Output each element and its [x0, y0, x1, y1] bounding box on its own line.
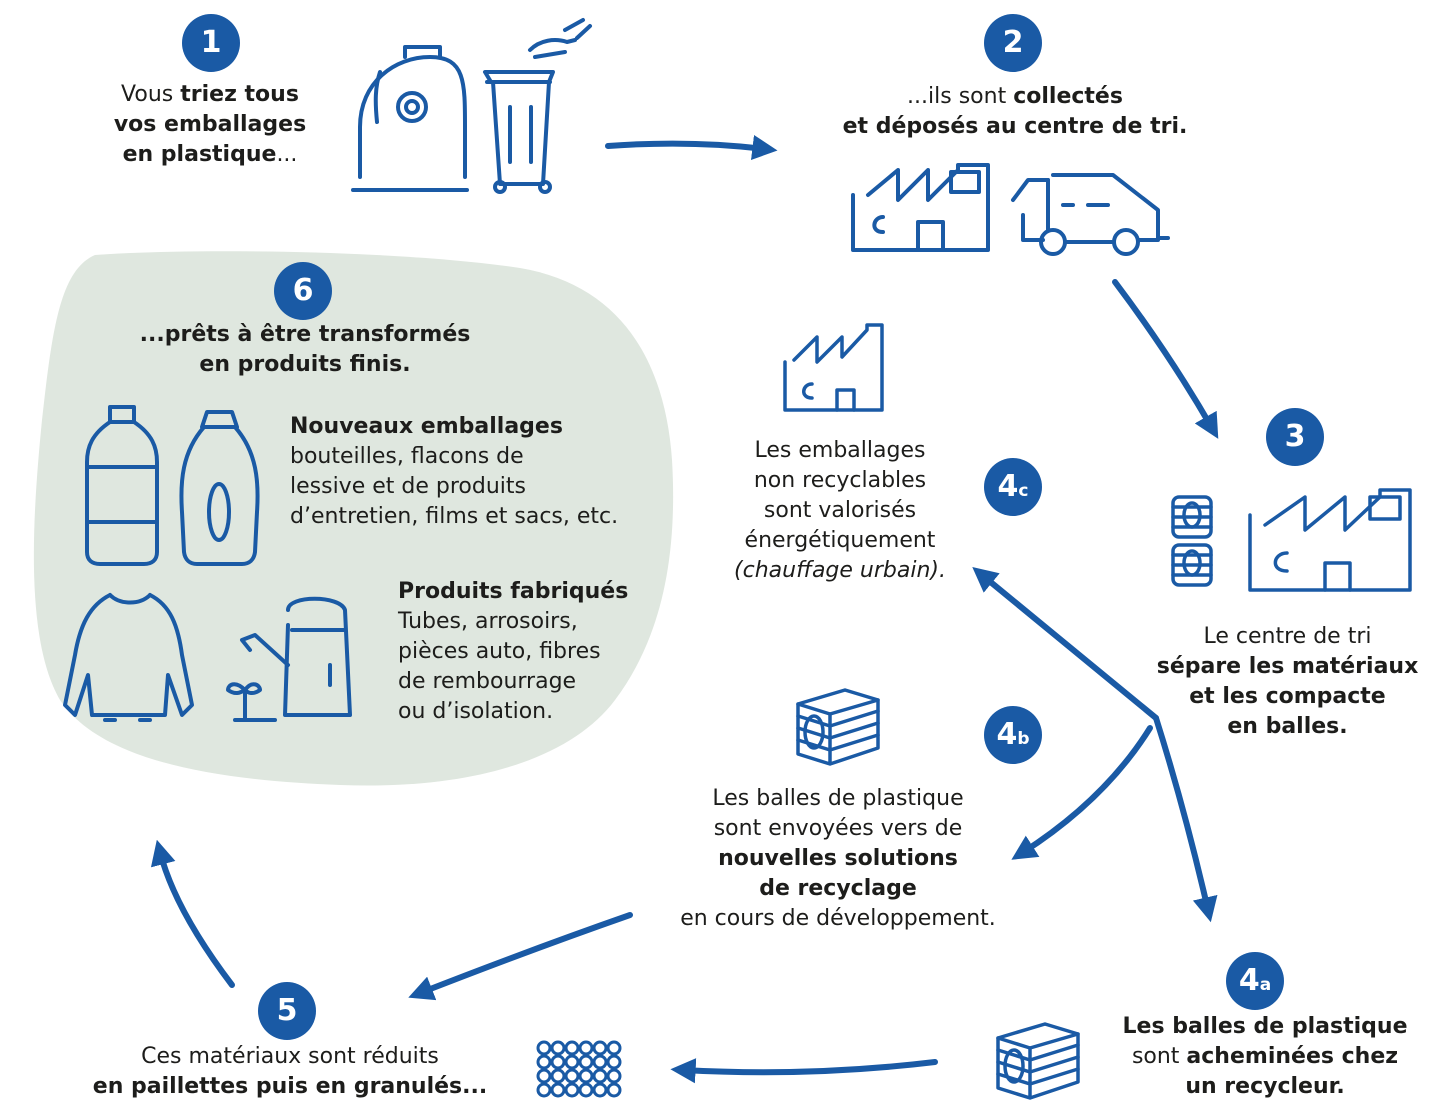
arrow-5-to-6: [150, 839, 235, 988]
clothing-and-watering-can-icon: [60, 585, 370, 725]
step-5-badge: 5: [258, 982, 316, 1040]
arrow-1-to-2: [605, 134, 778, 161]
step-4a-text: Les balles de plastique sont acheminées …: [1122, 1014, 1408, 1099]
step-4c-text: Les emballages non recyclables sont valo…: [734, 438, 946, 583]
step-4b-text: Les balles de plastique sont envoyées ve…: [680, 786, 996, 931]
arrow-4b-to-5: [408, 912, 633, 1001]
plastic-bale-icon: [790, 686, 882, 766]
sorting-bins-icon: [345, 12, 595, 197]
incineration-factory-icon: [782, 322, 887, 414]
step-1-text: Vous triez tous vos emballages en plasti…: [113, 82, 307, 167]
step-3-text: Le centre de tri sépare les matériaux et…: [1156, 624, 1419, 739]
arrow-3-to-4b: [1011, 725, 1153, 860]
new-packaging-block: Nouveaux emballages bouteilles, flacons …: [290, 414, 619, 529]
arrow-3-to-4a: [1153, 715, 1218, 923]
plastic-bale-icon: [990, 1020, 1082, 1100]
bottles-icon: [82, 402, 267, 567]
arrow-2-to-3: [1112, 279, 1219, 439]
step-3-badge: 3: [1266, 408, 1324, 466]
step-1-badge: 1: [182, 14, 240, 72]
step-6-heading: ...prêts à être transformés en produits …: [139, 322, 471, 377]
compacted-bales-and-factory-icon: [1165, 485, 1420, 595]
step-2-badge: 2: [984, 14, 1042, 72]
step-6-badge: 6: [274, 262, 332, 320]
sorting-center-and-truck-icon: [848, 160, 1170, 260]
step-5-text: Ces matériaux sont réduits en paillettes…: [92, 1044, 488, 1099]
granules-icon: [536, 1040, 631, 1100]
step-2-text: ...ils sont collectés et déposés au cent…: [842, 84, 1188, 139]
manufactured-products-block: Produits fabriqués Tubes, arrosoirs, piè…: [398, 579, 629, 724]
arrow-4a-to-5: [670, 1058, 938, 1084]
arrow-3-to-4c: [972, 566, 1159, 721]
